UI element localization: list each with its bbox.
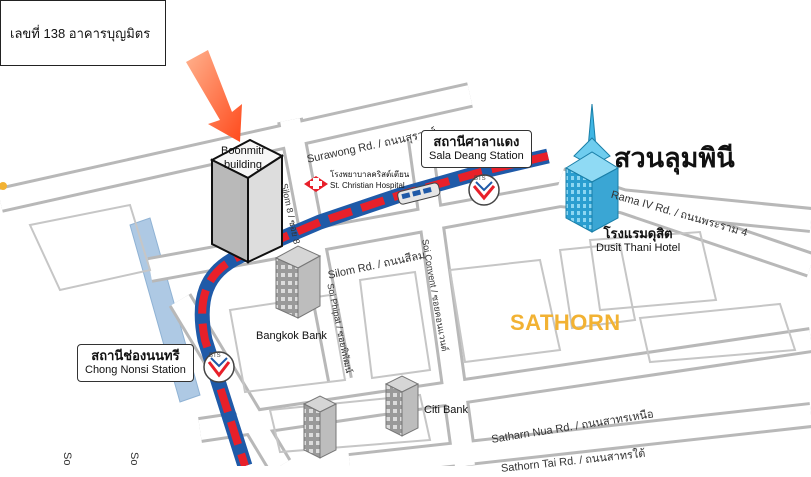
bts-badge-chong-nonsi: BTS — [209, 353, 221, 359]
road-label-left-1: So — [61, 452, 73, 466]
park-label: สวนลุมพินี — [614, 143, 735, 173]
station-sala-daeng-en: Sala Deang Station — [429, 150, 524, 163]
arrow-icon — [186, 50, 242, 142]
hotel-label-en: Dusit Thani Hotel — [596, 242, 681, 255]
boonmitr-label-line2: building — [224, 159, 262, 171]
small-tower — [302, 395, 338, 459]
bts-train — [397, 182, 441, 205]
station-chong-nonsi-en: Chong Nonsi Station — [85, 364, 186, 377]
hotel-label: โรงแรมดุสิต Dusit Thani Hotel — [596, 226, 680, 256]
bangkok-bank-label: Bangkok Bank — [256, 330, 327, 342]
bts-marker-chong-nonsi — [203, 351, 235, 383]
edge-marker — [0, 182, 7, 190]
station-chong-nonsi-th: สถานีช่องนนทรี — [91, 348, 180, 363]
boonmitr-building — [209, 138, 285, 264]
map-canvas — [0, 50, 811, 466]
hospital-label-th: โรงพยาบาลคริสต์เตียน — [330, 170, 410, 179]
citi-bank-label: Citi Bank — [424, 404, 469, 416]
station-chong-nonsi: สถานีช่องนนทรี Chong Nonsi Station — [77, 344, 194, 382]
road-network — [0, 82, 811, 466]
hospital-label-en: St. Christian Hospital — [330, 180, 405, 190]
station-sala-daeng-th: สถานีศาลาแดง — [433, 134, 520, 149]
dusit-thani-tower — [564, 103, 620, 233]
bts-marker-sala-daeng — [468, 174, 500, 206]
hospital-icon — [304, 176, 328, 192]
hotel-label-th: โรงแรมดุสิต — [603, 226, 673, 241]
station-sala-daeng: สถานีศาลาแดง Sala Deang Station — [421, 130, 532, 168]
boonmitr-label: Boonmitr building — [221, 144, 265, 172]
citi-bank-tower — [384, 375, 420, 437]
bts-badge-sala-daeng: BTS — [474, 176, 486, 182]
district-label: SATHORN — [510, 310, 621, 335]
boonmitr-label-line1: Boonmitr — [221, 145, 266, 157]
hospital-label: โรงพยาบาลคริสต์เตียน St. Christian Hospi… — [330, 170, 409, 192]
road-label-left-2: So — [128, 452, 140, 466]
bangkok-bank-tower — [274, 245, 322, 319]
address-box: เลขที่ 138 อาคารบุญมิตร — [0, 0, 166, 66]
bts-line-red — [198, 152, 549, 466]
